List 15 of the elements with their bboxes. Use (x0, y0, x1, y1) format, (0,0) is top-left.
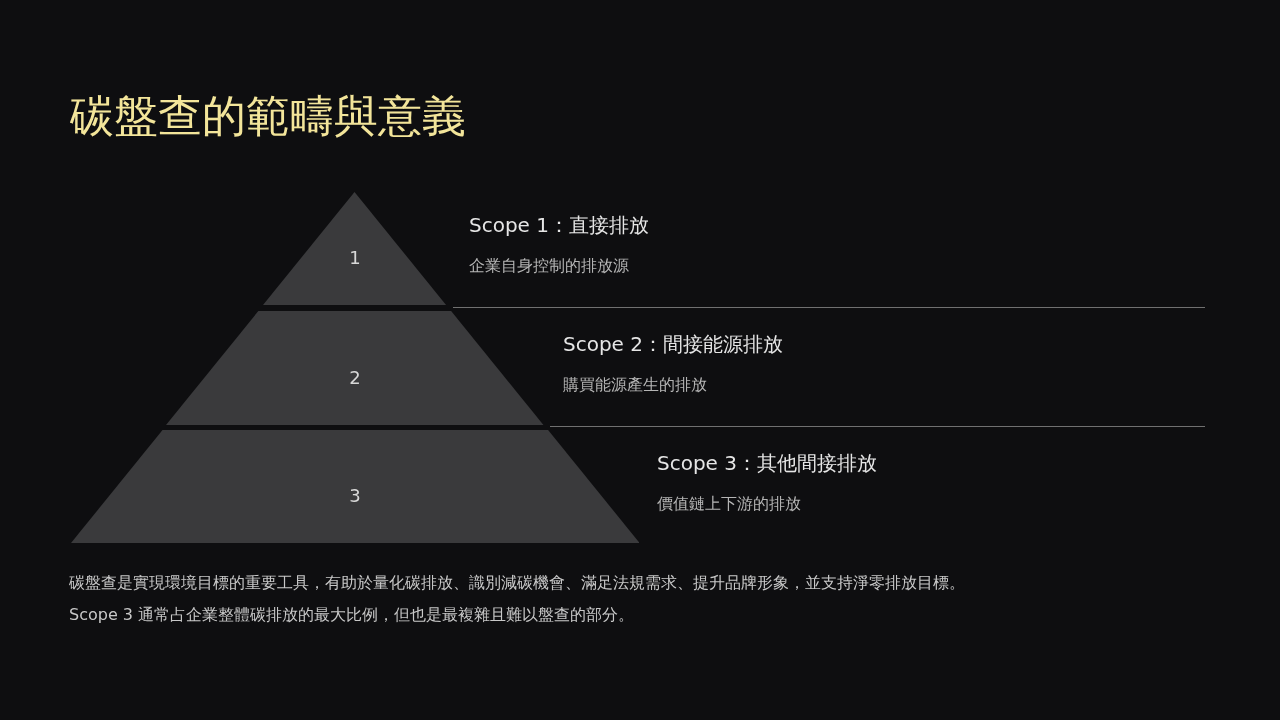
scope-heading: Scope 2：間接能源排放 (563, 331, 783, 358)
tier-number: 2 (349, 365, 361, 390)
pyramid-tier (166, 311, 544, 425)
note-text: Scope 3 通常占企業整體碳排放的最大比例，但也是最複雜且難以盤查的部分。 (69, 604, 636, 626)
scope-description: 購買能源產生的排放 (563, 374, 708, 396)
slide-title: 碳盤查的範疇與意義 (70, 89, 466, 143)
tier-number: 3 (349, 484, 361, 508)
pyramid-triangle (263, 192, 447, 305)
pyramid-tier (70, 430, 640, 543)
scope-heading: Scope 1：直接排放 (469, 212, 649, 239)
note-text: 碳盤查是實現環境目標的重要工具，有助於量化碳排放、識別減碳機會、滿足法規需求、提升品牌形象，並支持淨零排放目標。 (69, 572, 965, 594)
tier-number: 1 (349, 246, 361, 270)
scope-heading: Scope 3：其他間接排放 (657, 450, 877, 477)
scope-description: 價值鏈上下游的排放 (657, 493, 802, 515)
scope-description: 企業自身控制的排放源 (469, 255, 630, 277)
